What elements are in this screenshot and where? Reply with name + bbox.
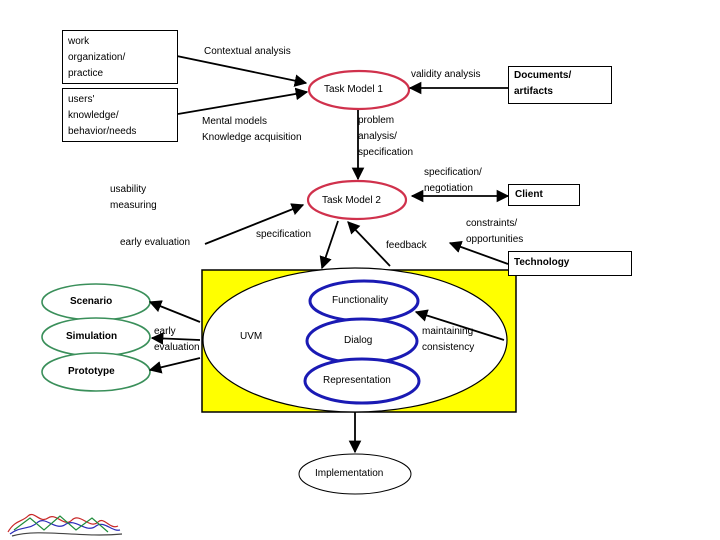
representation-ellipse[interactable] xyxy=(303,357,421,405)
documents-label: Documents/ artifacts xyxy=(514,70,572,97)
arrow-users-to-tm1 xyxy=(177,87,309,115)
work-organization-box[interactable] xyxy=(62,30,178,84)
functionality-label: Functionality xyxy=(332,295,389,306)
specification-label: specification xyxy=(256,229,312,240)
arrow-yellow-to-scenario xyxy=(148,300,201,323)
scribble-logo-icon xyxy=(7,514,123,537)
simulation-label: Simulation xyxy=(66,331,118,342)
task-model-2-label: Task Model 2 xyxy=(322,195,381,206)
users-box[interactable] xyxy=(62,88,178,142)
arrow-tm2-to-yellow xyxy=(319,220,339,270)
validity-analysis-label: validity analysis xyxy=(411,69,481,80)
client-box[interactable] xyxy=(508,184,580,206)
constraints-label: constraints/ opportunities xyxy=(466,218,524,245)
problem-analysis-label: problem analysis/ specification xyxy=(358,115,414,158)
maintaining-consistency-label: maintaining consistency xyxy=(422,326,475,353)
scenario-label: Scenario xyxy=(70,296,113,307)
arrow-yellow-to-simulation xyxy=(150,332,201,345)
arrow-yellow-to-prototype xyxy=(148,357,201,374)
arrow-consistency xyxy=(414,309,505,341)
client-label: Client xyxy=(515,189,543,200)
implementation-label: Implementation xyxy=(315,468,384,479)
technology-label: Technology xyxy=(514,257,570,268)
spec-negotiation-label: specification/ negotiation xyxy=(424,167,482,194)
contextual-analysis-label: Contextual analysis xyxy=(204,46,291,57)
representation-label: Representation xyxy=(323,375,391,386)
early-evaluation-2-label: early evaluation xyxy=(154,326,200,353)
documents-box[interactable] xyxy=(508,66,612,104)
technology-box[interactable] xyxy=(508,251,632,276)
arrow-feedback xyxy=(347,221,391,267)
feedback-label: feedback xyxy=(386,240,427,251)
dialog-label: Dialog xyxy=(344,335,373,346)
early-evaluation-label: early evaluation xyxy=(120,237,191,248)
arrow-tech-to-yellow xyxy=(448,240,509,265)
work-organization-label: work organization/ practice xyxy=(68,36,126,79)
uvm-label: UVM xyxy=(240,331,263,342)
implementation-ellipse[interactable] xyxy=(298,453,412,495)
task-model-1-label: Task Model 1 xyxy=(324,84,383,95)
prototype-label: Prototype xyxy=(68,366,115,377)
arrow-eval-to-tm2 xyxy=(204,203,305,245)
task-model-2-ellipse[interactable] xyxy=(306,179,408,221)
users-label: users' knowledge/ behavior/needs xyxy=(68,94,137,137)
mental-models-label: Mental models Knowledge acquisition xyxy=(202,116,302,143)
usability-measuring-label: usability measuring xyxy=(110,184,157,211)
